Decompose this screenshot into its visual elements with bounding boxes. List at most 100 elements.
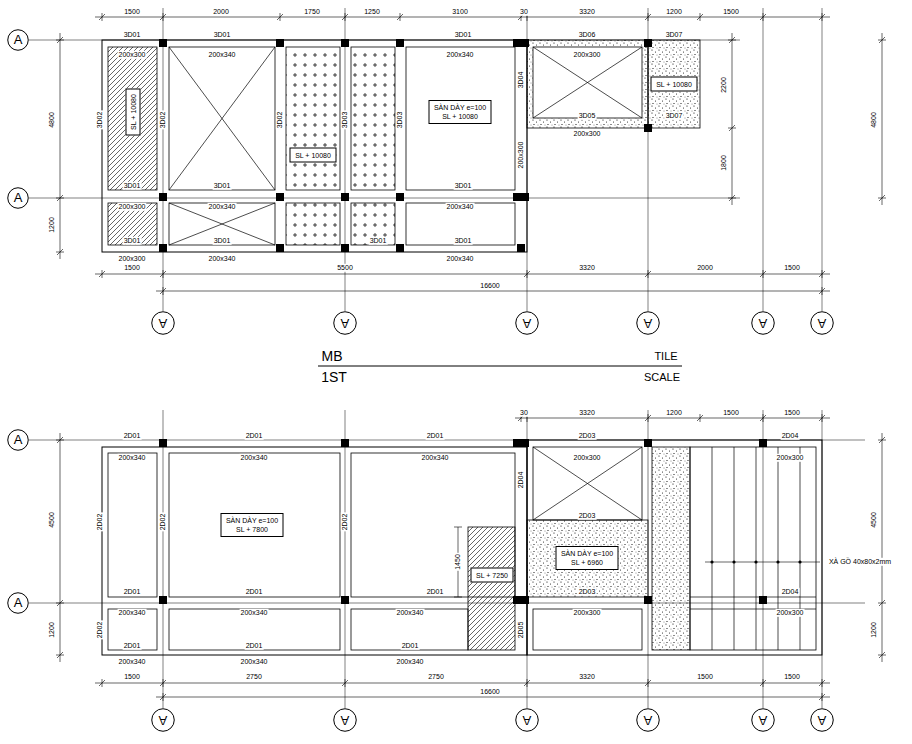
dimension-text: 30 [519, 8, 529, 16]
beam-tag: 3D03 [341, 111, 349, 130]
dimension-text: 2000 [212, 8, 230, 16]
grid-letter: A [7, 429, 29, 451]
slab-panel [169, 453, 340, 597]
note-text: XÀ GỒ 40x80x2mm [828, 558, 892, 566]
grid-line [29, 410, 865, 708]
opening-panel [533, 47, 642, 118]
beam-tag: 200x300 [776, 609, 805, 617]
dimension-text: 1800 [720, 154, 728, 172]
dimension-text: 1500 [783, 264, 801, 272]
beam-tag: 200x340 [208, 51, 237, 59]
dimension-text: 3320 [578, 264, 596, 272]
slab-tag: SL + 10080 [290, 148, 337, 163]
beam-tag: 3D02 [159, 111, 167, 130]
grid-letter: A [636, 311, 660, 335]
grid-letter: A [751, 708, 775, 732]
bubble-circle [811, 312, 834, 335]
grid-bubble: A [810, 708, 834, 732]
bubble-circle [8, 593, 29, 614]
beam-tag: 200x300 [573, 609, 602, 617]
dimension-text: 1200 [665, 8, 683, 16]
beam-tag: 200x340 [208, 203, 237, 211]
title-underline [318, 366, 682, 367]
beam-tag: 2D04 [517, 471, 525, 490]
beam-tag: 200x300 [118, 51, 147, 59]
bubble-circle [152, 312, 175, 335]
dimension-text: 3100 [451, 8, 469, 16]
beam-tag: 3D01 [213, 31, 232, 39]
roof-frame [690, 447, 816, 650]
beam-tag: 3D01 [123, 237, 142, 245]
patterned-slab [351, 47, 395, 190]
beam-tag: 3D03 [396, 111, 404, 130]
beam-tag: 2D05 [517, 621, 525, 640]
dimension-text: 3320 [578, 409, 596, 417]
slab-text: SL + 7250 [476, 571, 509, 580]
dimension-text: 1500 [722, 8, 740, 16]
grid-letter: A [7, 187, 29, 209]
dimension-text: 4800 [48, 111, 56, 129]
patterned-slab [286, 47, 340, 190]
grid-bubble: A [515, 708, 539, 732]
opening-cross [169, 47, 275, 245]
grid-letter: A [333, 708, 357, 732]
grid-bubble: A [7, 29, 29, 51]
beam-tag: 2D01 [426, 432, 445, 440]
building-outline [102, 447, 527, 655]
grid-letter: A [151, 708, 175, 732]
bubble-circle [152, 709, 175, 732]
title-text: 1ST [320, 369, 348, 386]
column [159, 39, 652, 252]
bubble-circle [516, 312, 539, 335]
slab-text: SL + 10080 [295, 151, 332, 160]
beam-tag: 200x340 [446, 255, 475, 263]
grid-bubble: A [751, 311, 775, 335]
dimension-text: 1200 [870, 621, 878, 639]
dimension-text: 1500 [722, 409, 740, 417]
beam-tag: 3D06 [578, 31, 597, 39]
beam-tag: 200x340 [421, 454, 450, 462]
beam-tag: 3D01 [369, 237, 388, 245]
slab-tag: SL + 7250 [471, 568, 514, 583]
leader-dot [710, 560, 801, 563]
dimension-text: 2750 [427, 673, 445, 681]
grid-bubble: A [515, 311, 539, 335]
beam-tag: 3D01 [213, 182, 232, 190]
beam-tag: 2D02 [96, 621, 104, 640]
beam-tag: 3D04 [517, 71, 525, 90]
dimension-line [56, 13, 886, 295]
bubble-circle [811, 709, 834, 732]
stippled-slab [648, 40, 700, 128]
column [159, 439, 767, 604]
beam-tag: 2D01 [245, 432, 264, 440]
beam-tag: 200x300 [517, 141, 525, 170]
dimension-text: 2750 [245, 673, 263, 681]
bubble-circle [752, 312, 775, 335]
beam-tag: 2D01 [245, 588, 264, 596]
slab-panel [108, 453, 157, 597]
beam-tag: 3D01 [454, 237, 473, 245]
beam-tag: 3D01 [123, 31, 142, 39]
dimension-text: 16600 [479, 282, 500, 290]
purlin [690, 447, 816, 650]
beam-tag: 3D05 [578, 112, 597, 120]
beam-tag: 3D07 [665, 31, 684, 39]
slab-text: SL + 10080 [434, 112, 487, 121]
grid-bubble: A [151, 708, 175, 732]
beam-tag: 3D02 [96, 111, 104, 130]
grid-letter: A [810, 708, 834, 732]
grid-letter: A [151, 311, 175, 335]
stippled-slab [652, 447, 690, 650]
slab-tag: SÀN DÀY e=100SL + 7800 [221, 513, 284, 537]
dimension-text: 1200 [48, 216, 56, 234]
beam-tag: 200x300 [573, 454, 602, 462]
grid-bubble: A [333, 311, 357, 335]
slab-panel [533, 609, 642, 650]
bubble-circle [8, 188, 29, 209]
beam-tag: 200x340 [396, 609, 425, 617]
grid-bubble: A [333, 708, 357, 732]
slab-text: SÀN DÀY e=100 [434, 103, 487, 112]
slab-panel [406, 47, 515, 190]
beam-tag: 3D01 [123, 182, 142, 190]
